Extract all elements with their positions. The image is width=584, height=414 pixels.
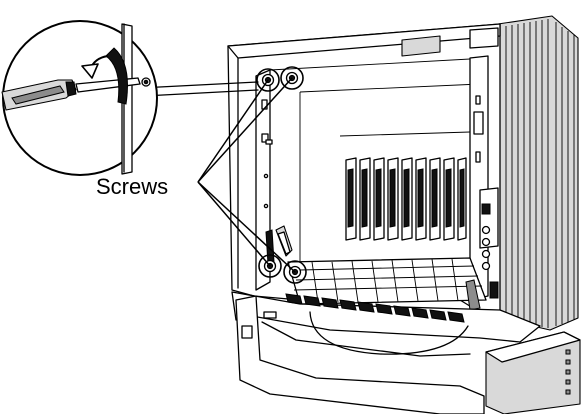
cabinet [227,15,579,331]
connector-block [479,187,499,299]
rotate-arrow-icon [81,47,128,105]
card-slots [345,157,467,241]
cabinet-side-panel [497,15,579,331]
screws-label: Screws [96,174,168,199]
screw-icon [141,77,151,87]
cabinet-base [231,291,581,414]
cabinet-floor [287,257,487,311]
screw-highlights [256,66,307,284]
leader-lines [197,77,296,273]
zoom-callout [1,20,259,176]
